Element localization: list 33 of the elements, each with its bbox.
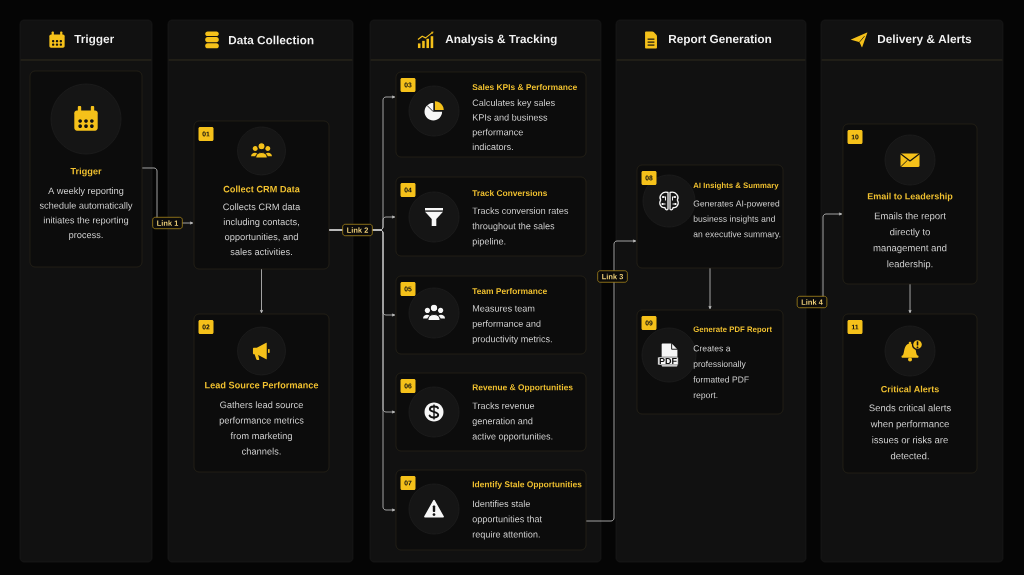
card-description: Collects CRM data including contacts, opportunities, and sales activities. [223, 203, 301, 256]
card-title: Team Performance [472, 287, 547, 295]
card-description: Tracks conversion rates throughout the sales pipeline. [472, 207, 569, 247]
card-description: Identifies stale opportunities that require attention. [472, 500, 542, 540]
card-description: Calculates key sales KPIs and business performance indicators. [472, 99, 555, 151]
arrow [708, 267, 712, 310]
card-description: Emails the report directly to management and leadership. [873, 212, 947, 270]
card-description: Generates AI-powered business insights and an executive summary. [693, 200, 781, 239]
pdf-label: PDF [657, 356, 679, 366]
card-title: Critical Alerts [881, 385, 939, 393]
card-description: Tracks revenue generation and active opportunities. [472, 402, 553, 442]
card-description: Sends critical alerts when performance issues or risks are detected. [869, 404, 951, 460]
arrow [328, 229, 396, 512]
card-description: Gathers lead source performance metrics from marketing channels. [219, 401, 304, 455]
card-description: A weekly reporting schedule automatically initiates the reporting process. [39, 187, 133, 240]
card-description: Creates a professionally formatted PDF report. [693, 345, 749, 400]
lane-header: Trigger [74, 34, 114, 46]
card-title: Collect CRM Data [223, 185, 300, 193]
lane-header: Report Generation [669, 34, 772, 46]
card-description: Measures team performance and productivity metrics. [472, 305, 552, 345]
card-title: Track Conversions [472, 189, 547, 197]
card-title: Revenue & Opportunities [472, 384, 573, 392]
card-title: Trigger [70, 167, 102, 177]
lane-header: Analysis & Tracking [445, 34, 557, 46]
card-title: Lead Source Performance [205, 381, 319, 389]
arrow [908, 283, 912, 314]
lane-header: Data Collection [229, 35, 314, 45]
card-title: Identify Stale Opportunities [472, 481, 582, 489]
arrow [260, 268, 263, 314]
lane-header: Delivery & Alerts [878, 34, 972, 46]
arrow [585, 239, 637, 522]
card-title: Email to Leadership [867, 192, 953, 202]
card-title: Sales KPIs & Performance [472, 83, 577, 91]
